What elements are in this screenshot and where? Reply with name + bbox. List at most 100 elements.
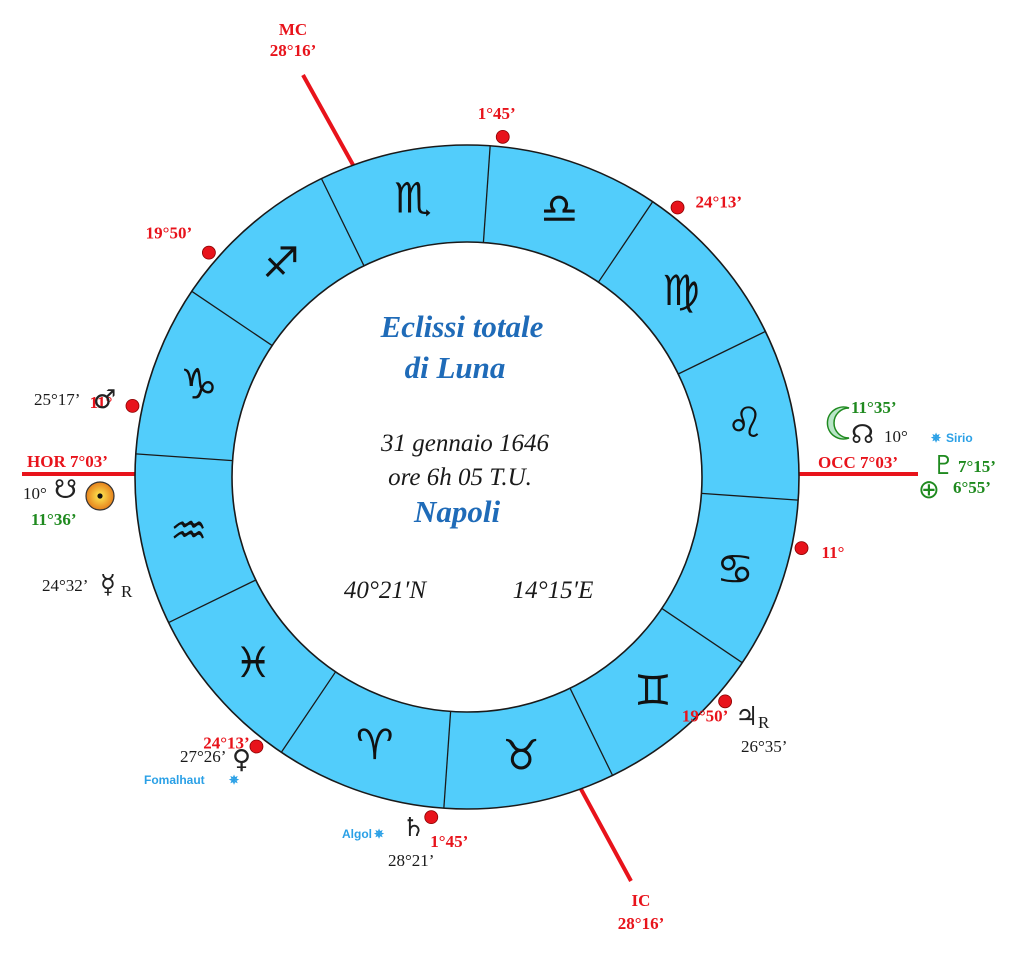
cusp-dot — [794, 541, 809, 556]
moon-icon — [826, 406, 850, 440]
ic-label: IC — [632, 891, 651, 910]
north-node-degree: 10° — [884, 427, 908, 446]
moon-degree: 11°35’ — [851, 398, 897, 417]
cusp-label: 19°50’ — [146, 224, 192, 243]
sign-divider — [661, 607, 743, 664]
cusp-label: 1°45’ — [478, 104, 516, 123]
sign-divider — [168, 579, 257, 624]
earth-icon: ⊕ — [918, 475, 940, 505]
sign-aries-icon: ♈ — [356, 720, 394, 769]
algol-label: Algol — [342, 827, 372, 841]
sign-aquarius-icon: ♒ — [170, 506, 208, 555]
mercury-retro: R — [121, 582, 133, 601]
sun-center-dot — [97, 493, 103, 499]
mars-degree: 25°17’ — [34, 390, 80, 409]
mars-position: 25°17’ ♂ — [34, 385, 116, 415]
cusp-dot — [670, 200, 685, 215]
cusp-label: 24°13’ — [696, 193, 742, 212]
saturn-position: Algol ✵ ♄ 28°21’ — [342, 813, 434, 870]
occ-label: OCC 7°03’ — [818, 453, 898, 472]
eclipse-time: ore 6h 05 T.U. — [388, 464, 532, 491]
venus-position: 27°26’ ♀ — [180, 745, 251, 775]
sign-taurus-icon: ♉ — [502, 730, 540, 779]
title-line2: di Luna — [405, 350, 506, 385]
sign-virgo-icon: ♍ — [662, 266, 700, 315]
venus-degree: 27°26’ — [180, 747, 226, 766]
mercury-position: 24°32’ ☿ R — [42, 570, 133, 601]
cusp-label: 11° — [90, 393, 113, 412]
mc-label: MC — [279, 20, 307, 39]
sign-divider — [443, 711, 452, 809]
mc-degree: 28°16’ — [270, 41, 316, 60]
sign-sagittarius-icon: ♐ — [262, 238, 300, 287]
sun-south-node: 10° ☋ 11°36’ — [23, 475, 115, 529]
sign-divider — [280, 671, 337, 753]
eclipse-place: Napoli — [413, 494, 501, 529]
sirio-star-icon: ✵ — [930, 431, 942, 445]
hor-label: HOR 7°03’ — [27, 452, 108, 471]
sign-capricorn-icon: ♑ — [180, 360, 218, 409]
jupiter-position: ♃ R 26°35’ — [735, 702, 787, 756]
sign-divider — [569, 687, 614, 776]
cusp-dot — [495, 129, 510, 144]
ic-axis-line — [578, 786, 633, 882]
cusp-dot — [718, 694, 733, 709]
algol-star-icon: ✵ — [373, 827, 385, 841]
pluto-icon: ♇ — [932, 451, 955, 481]
sirio-star: ✵ Sirio — [930, 431, 973, 445]
sign-divider — [701, 492, 799, 501]
sign-divider — [482, 145, 491, 243]
cusp-dot — [424, 810, 439, 825]
title-line1: Eclissi totale — [380, 309, 544, 344]
venus-icon: ♀ — [232, 745, 251, 775]
south-node-degree: 10° — [23, 484, 47, 503]
sign-scorpio-icon: ♏ — [394, 174, 432, 223]
zodiac-signs: ♎ ♍ ♌ ♋ ♊ ♉ ♈ ♓ ♒ ♑ ♐ ♏ — [170, 174, 764, 780]
jupiter-icon: ♃ — [735, 702, 758, 732]
saturn-degree: 28°21’ — [388, 851, 434, 870]
moon-north-node: 11°35’ ☊ 10° — [826, 398, 908, 450]
sirio-label: Sirio — [946, 431, 973, 445]
cusp-dot — [249, 739, 264, 754]
pluto-degree: 7°15’ — [958, 457, 996, 476]
fomalhaut-star-icon: ✵ — [228, 773, 240, 787]
cusp-label: 19°50’ — [682, 706, 728, 725]
sign-leo-icon: ♌ — [726, 398, 764, 447]
jupiter-retro: R — [758, 713, 770, 732]
saturn-icon: ♄ — [402, 813, 425, 843]
cusp-label: 11° — [822, 543, 845, 562]
mc-axis-line — [301, 74, 356, 168]
sign-divider — [597, 201, 654, 283]
fomalhaut-star: Fomalhaut ✵ — [144, 773, 240, 787]
sign-dividers — [135, 145, 799, 809]
latitude: 40°21′N — [344, 577, 427, 604]
ic-degree: 28°16’ — [618, 914, 664, 933]
mercury-icon: ☿ — [100, 570, 116, 600]
cusp-dot — [125, 398, 140, 413]
jupiter-degree: 26°35’ — [741, 737, 787, 756]
pluto-earth: ♇ 7°15’ ⊕ 6°55’ — [918, 451, 996, 505]
cusp-label: 24°13’ — [203, 733, 249, 752]
north-node-icon: ☊ — [851, 420, 874, 450]
sign-pisces-icon: ♓ — [234, 638, 272, 687]
fomalhaut-label: Fomalhaut — [144, 773, 205, 787]
inner-circle — [231, 241, 703, 713]
sign-divider — [135, 453, 233, 462]
mars-icon: ♂ — [93, 385, 116, 415]
cusp-dot — [201, 245, 216, 260]
earth-degree: 6°55’ — [953, 478, 991, 497]
house-cusps: 1°45’ 24°13’ 11° 19°50’ 1°45’ 24°13’ 11° 19°50’ — [90, 104, 845, 851]
sign-divider — [320, 178, 365, 267]
sign-libra-icon: ♎ — [540, 184, 578, 233]
longitude: 14°15′E — [513, 577, 594, 604]
eclipse-date: 31 gennaio 1646 — [380, 430, 550, 457]
sign-gemini-icon: ♊ — [634, 666, 672, 715]
mercury-degree: 24°32’ — [42, 576, 88, 595]
sign-cancer-icon: ♋ — [716, 544, 754, 593]
sign-divider — [191, 290, 273, 347]
south-node-icon: ☋ — [54, 475, 77, 505]
sun-degree: 11°36’ — [31, 510, 77, 529]
cusp-label: 1°45’ — [430, 832, 468, 851]
sign-divider — [677, 330, 766, 375]
